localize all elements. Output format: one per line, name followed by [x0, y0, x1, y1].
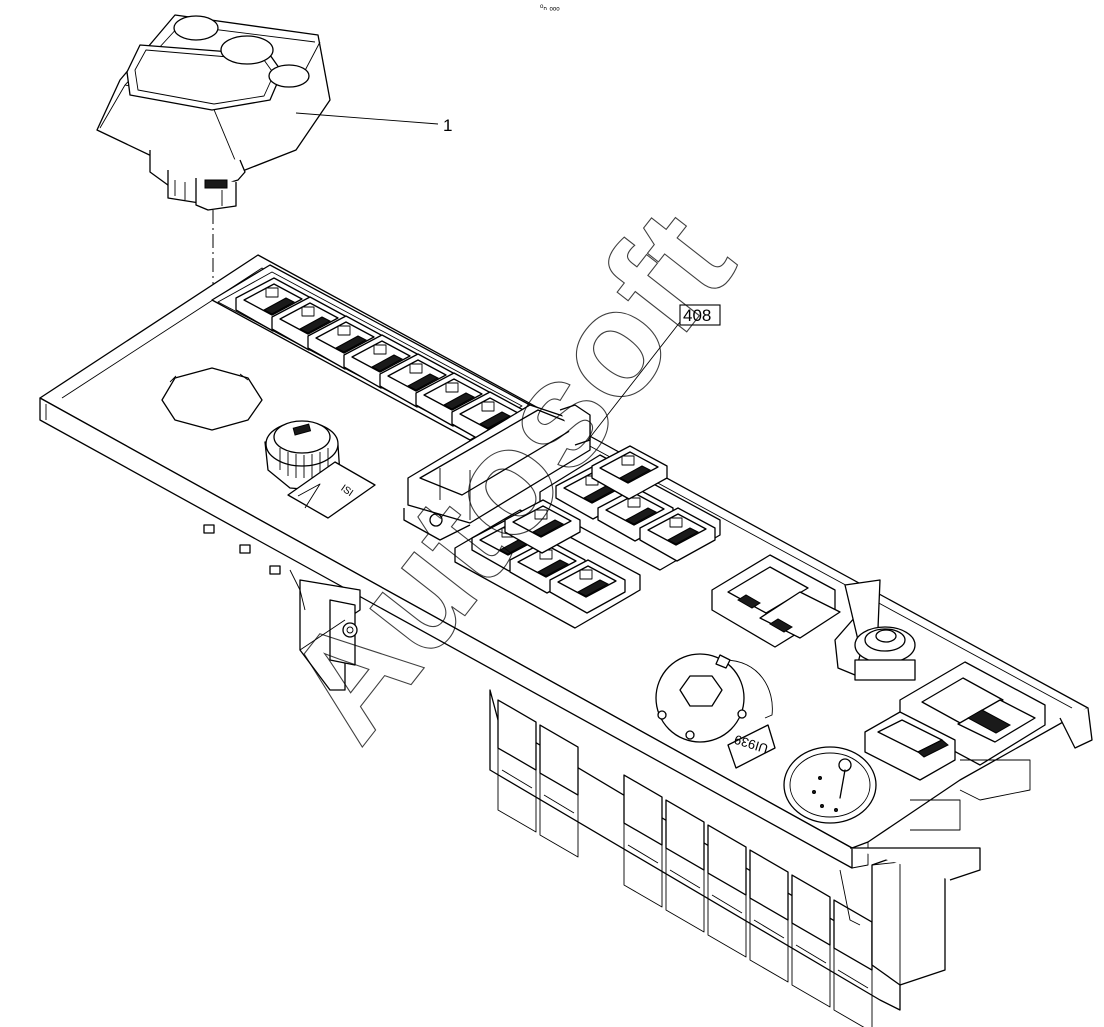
panel-stamp: UI939	[727, 724, 776, 769]
side-relay-module	[839, 759, 1031, 986]
far-right-rocker-switches	[864, 661, 1046, 781]
rocker-switch	[504, 499, 581, 554]
rocker-switch-icon	[621, 455, 635, 466]
callout-408-leader	[587, 321, 681, 441]
rocker-switch-icon	[579, 569, 593, 580]
lower-rocker-switch-bank	[454, 499, 641, 629]
rocker-switch-icon	[481, 401, 495, 412]
callout-408-box	[679, 304, 721, 326]
right-rocker-pair	[711, 554, 841, 648]
rocker-switch-icon	[627, 497, 641, 508]
rocker-switch-icon	[337, 325, 351, 336]
rocker-switch	[639, 507, 716, 562]
callout-1-leader	[295, 112, 439, 125]
round-gauge	[783, 746, 877, 824]
lamp-mounting-ring	[655, 653, 773, 743]
display-module-part	[96, 14, 331, 211]
callout-408-label: 408	[683, 306, 711, 325]
ignition-switch	[834, 579, 916, 681]
upper-rocker-switch-bank	[211, 264, 531, 446]
connector-housing	[403, 404, 591, 541]
rocker-switch-icon	[409, 363, 423, 374]
rocker-switch-icon	[669, 517, 683, 528]
rotary-dial: ISI	[264, 420, 376, 519]
rocker-switch-icon	[301, 306, 315, 317]
rocker-switch-icon	[534, 509, 548, 520]
rocker-switch-icon	[373, 344, 387, 355]
rocker-switch	[591, 445, 668, 500]
rocker-switch-icon	[265, 287, 279, 298]
relay-fuse-block	[489, 689, 901, 1027]
rocker-switch	[549, 559, 626, 614]
center-rocker-switch-bank	[539, 445, 721, 571]
octagon-mounting-hole	[161, 367, 263, 431]
front-bracket	[203, 524, 361, 691]
callout-1-label: 1	[443, 116, 452, 135]
rocker-switch-icon	[445, 382, 459, 393]
header-mark: ᵒₙ ₒₒₒ	[540, 2, 560, 12]
